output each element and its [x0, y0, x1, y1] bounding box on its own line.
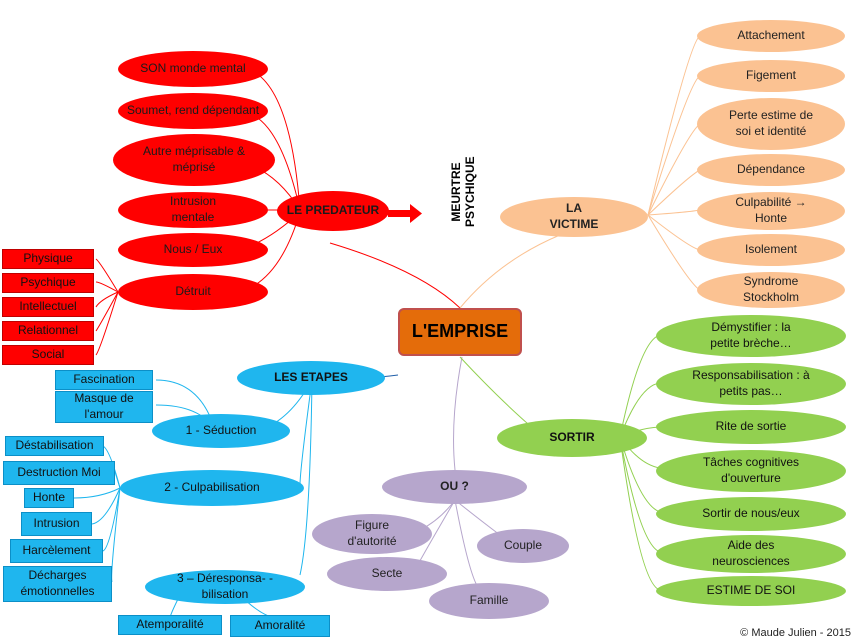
- culpabilisation-item: Honte: [24, 488, 74, 508]
- sortir-item: Rite de sortie: [656, 410, 846, 444]
- victim-node: LA VICTIME: [500, 197, 648, 237]
- arrow-label: MEURTRE PSYCHIQUE: [449, 156, 477, 227]
- ou-node: OU ?: [382, 470, 527, 504]
- culpabilisation-item: Harcèlement: [10, 539, 103, 563]
- predator-item: SON monde mental: [118, 51, 268, 87]
- deresponsabilisation-item: Amoralité: [230, 615, 330, 637]
- detruit-item: Social: [2, 345, 94, 365]
- etape-deresponsabilisation: 3 – Déresponsa- -bilisation: [145, 570, 305, 604]
- sortir-item: Responsabilisation : à petits pas…: [656, 363, 846, 405]
- victim-item: Isolement: [697, 234, 845, 266]
- ou-item: Figure d'autorité: [312, 514, 432, 554]
- etape-culpabilisation: 2 - Culpabilisation: [120, 470, 304, 506]
- culpabilisation-item: Déstabilisation: [5, 436, 104, 456]
- victim-item: Dépendance: [697, 154, 845, 186]
- predator-item-detruit: Détruit: [118, 274, 268, 310]
- seduction-item: Masque de l'amour: [55, 391, 153, 423]
- predator-item: Autre méprisable & méprisé: [113, 134, 275, 186]
- ou-item: Famille: [429, 583, 549, 619]
- culpabilisation-item: Décharges émotionnelles: [3, 566, 112, 602]
- victim-item: Culpabilité → Honte: [697, 192, 845, 230]
- sortir-node: SORTIR: [497, 419, 647, 457]
- detruit-item: Physique: [2, 249, 94, 269]
- credit-text: © Maude Julien - 2015: [740, 627, 851, 639]
- detruit-item: Intellectuel: [2, 297, 94, 317]
- seduction-item: Fascination: [55, 370, 153, 390]
- victim-item: Figement: [697, 60, 845, 92]
- ou-item: Couple: [477, 529, 569, 563]
- victim-item: Attachement: [697, 20, 845, 52]
- etape-seduction: 1 - Séduction: [152, 414, 290, 448]
- ou-item: Secte: [327, 557, 447, 591]
- center-node: L'EMPRISE: [398, 308, 522, 356]
- predator-item: Intrusion mentale: [118, 192, 268, 228]
- deresponsabilisation-item: Atemporalité: [118, 615, 222, 635]
- victim-item: Perte estime de soi et identité: [697, 98, 845, 150]
- predator-node: LE PREDATEUR: [277, 191, 389, 231]
- predator-item: Nous / Eux: [118, 233, 268, 267]
- culpabilisation-item: Destruction Moi: [3, 461, 115, 485]
- etapes-node: LES ETAPES: [237, 361, 385, 395]
- sortir-item: Aide des neurosciences: [656, 535, 846, 573]
- victim-item: Syndrome Stockholm: [697, 272, 845, 308]
- predator-item: Soumet, rend dépendant: [118, 93, 268, 129]
- detruit-item: Psychique: [2, 273, 94, 293]
- sortir-item: Sortir de nous/eux: [656, 497, 846, 531]
- sortir-item: ESTIME DE SOI: [656, 576, 846, 606]
- sortir-item: Démystifier : la petite brèche…: [656, 315, 846, 357]
- sortir-item: Tâches cognitives d'ouverture: [656, 450, 846, 492]
- culpabilisation-item: Intrusion: [21, 512, 92, 536]
- detruit-item: Relationnel: [2, 321, 94, 341]
